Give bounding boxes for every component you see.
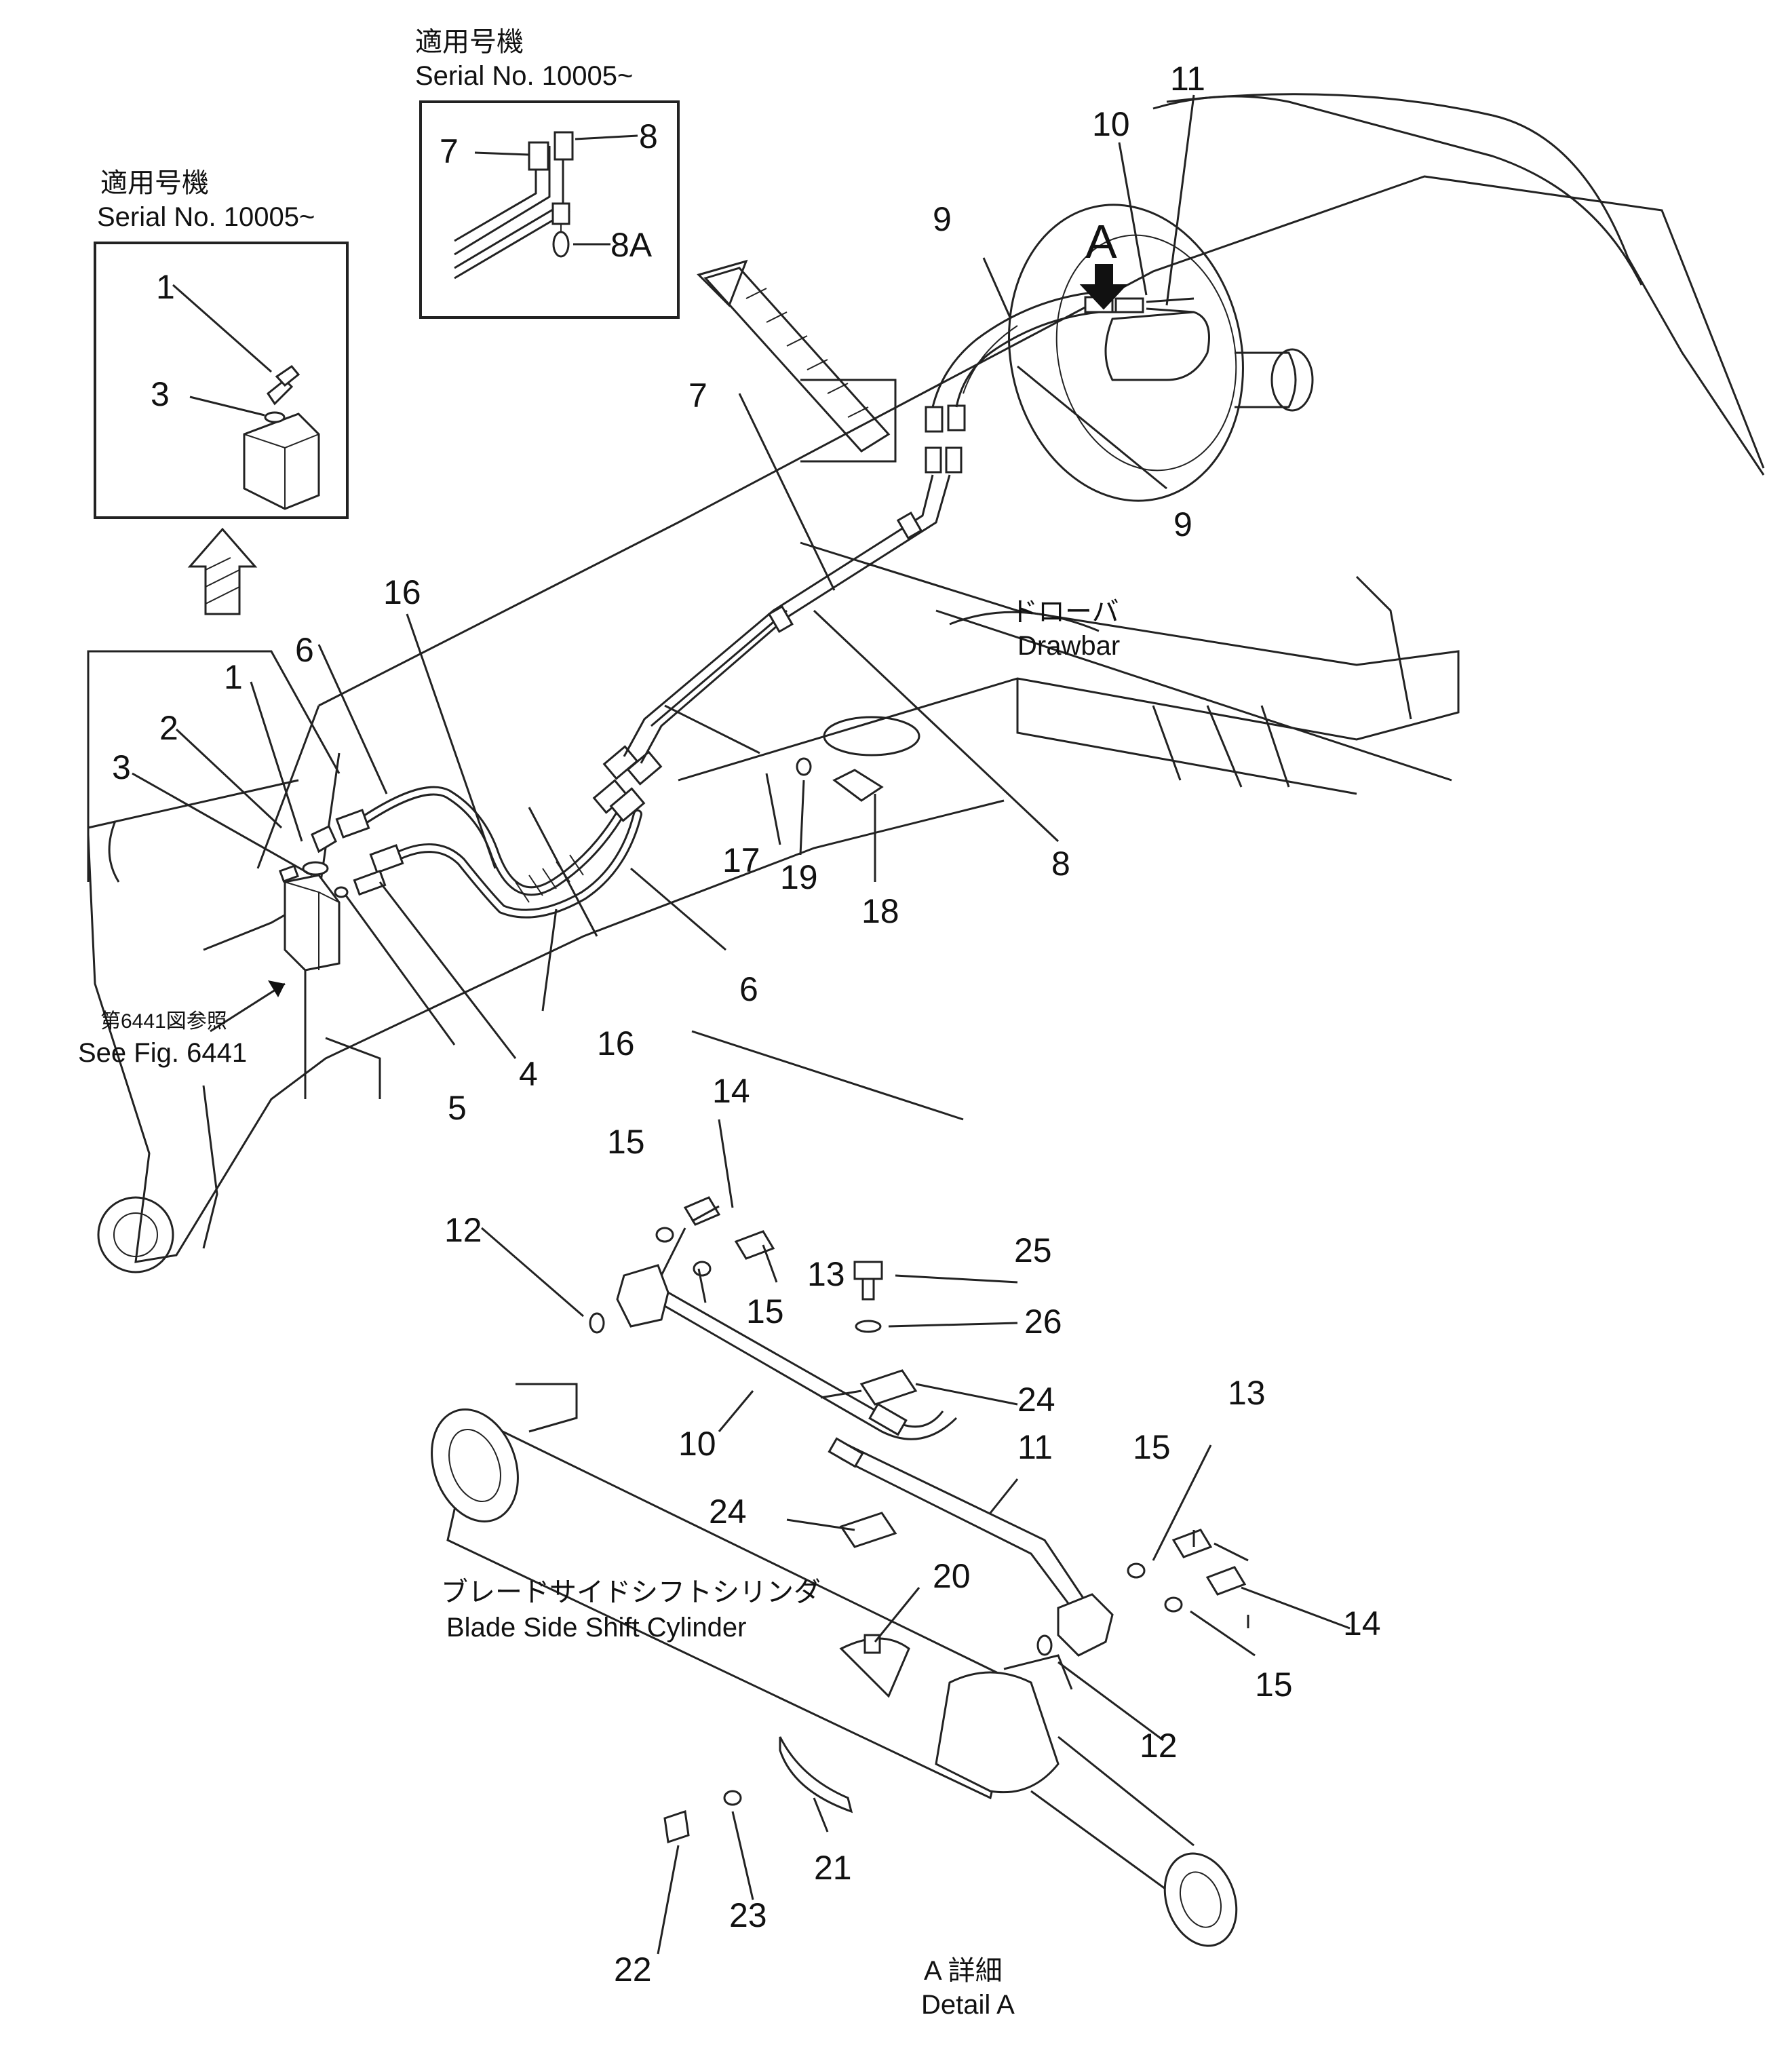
detail-callouts: 10 11 12 12 13 13 14 14 15 15 15 15 20 2… [444,1072,1381,1989]
detail-a [431,1030,1247,1947]
top-inset-callout-7: 7 [440,132,459,170]
callout-12-detail-a: 12 [444,1211,482,1249]
callout-21-detail: 21 [814,1849,852,1887]
top-inset-fittings [454,131,574,280]
callout-15-detail-a: 15 [607,1123,645,1161]
callout-15-detail-c: 15 [1133,1428,1171,1466]
callout-16-main-a: 16 [383,573,421,611]
callout-11-main: 11 [1170,60,1205,98]
callout-25-detail: 25 [1014,1231,1052,1269]
top-inset-frame [419,100,680,319]
callout-8-main: 8 [1051,845,1070,883]
main-leader-lines [132,94,1195,1059]
callout-9-main-b: 9 [1173,505,1192,543]
callout-10-detail: 10 [678,1425,716,1463]
callout-9-main-a: 9 [933,200,952,238]
top-inset-callout-8a: 8A [610,226,653,264]
callout-15-detail-d: 15 [1255,1666,1293,1704]
callout-14-detail-a: 14 [712,1072,750,1110]
left-inset-callout-1: 1 [156,268,175,306]
left-inset-parts [243,364,320,510]
view-arrow-a: A [1079,215,1128,310]
drawbar-jp: ドローバ [1011,597,1119,627]
callout-14-detail-b: 14 [1343,1605,1381,1643]
main-callouts: 1 2 3 4 5 6 6 7 8 9 9 10 11 16 16 17 18 … [112,60,1205,1127]
callout-15-detail-b: 15 [746,1292,784,1330]
top-inset-callout-8: 8 [639,117,658,155]
detail-a-en: Detail A [921,1990,1015,2020]
view-marker-a: A [1085,215,1117,268]
left-inset-jp: 適用号機 [100,168,209,198]
callout-19-main: 19 [780,858,818,896]
see-fig-jp: 第6441図参照 [100,1010,227,1033]
callout-2-main: 2 [159,709,178,747]
detail-leader-lines [481,1119,1351,1955]
tube-assembly [623,290,1210,764]
hose-assembly [335,745,663,919]
callout-20-detail: 20 [933,1557,971,1595]
cylinder-en: Blade Side Shift Cylinder [446,1613,746,1643]
left-inset-arrow [187,527,258,615]
callout-3-main: 3 [112,748,131,786]
callout-24-detail-b: 24 [709,1493,747,1531]
callout-26-detail: 26 [1024,1303,1062,1341]
machine-frame-outline [87,93,1765,1273]
callout-6-main-a: 6 [295,631,314,669]
callout-24-detail-a: 24 [1017,1381,1055,1419]
callout-1-main: 1 [224,658,243,696]
callout-4-main: 4 [519,1055,538,1093]
top-inset: 適用号機 Serial No. 10005~ 7 8 8A [415,27,680,319]
left-inset-serial: Serial No. 10005~ [97,202,315,232]
callout-13-detail-a: 13 [807,1255,845,1293]
callout-10-main: 10 [1092,105,1130,143]
left-fittings [210,757,884,1033]
drawbar-en: Drawbar [1017,631,1120,661]
left-inset-callout-3: 3 [151,375,170,413]
callout-5-main: 5 [448,1089,467,1127]
cylinder-jp: ブレードサイドシフトシリンダ [441,1577,821,1607]
top-inset-jp: 適用号機 [415,27,524,57]
left-view-frame [87,650,341,882]
callout-6-main-b: 6 [739,970,758,1008]
callout-22-detail: 22 [614,1951,652,1989]
callout-18-main: 18 [861,892,899,930]
see-fig-en: See Fig. 6441 [78,1038,247,1068]
callout-13-detail-b: 13 [1228,1374,1266,1412]
top-inset-serial: Serial No. 10005~ [415,61,633,91]
detail-a-jp: A 詳細 [924,1956,1003,1986]
top-inset-arrow [697,259,891,453]
callout-17-main: 17 [722,841,760,879]
callout-7-main: 7 [688,377,707,415]
callout-12-detail-b: 12 [1140,1727,1178,1765]
left-inset: 適用号機 Serial No. 10005~ 1 3 [94,168,349,519]
callout-16-main-b: 16 [597,1024,635,1062]
callout-11-detail: 11 [1017,1428,1053,1466]
callout-23-detail: 23 [729,1896,767,1934]
